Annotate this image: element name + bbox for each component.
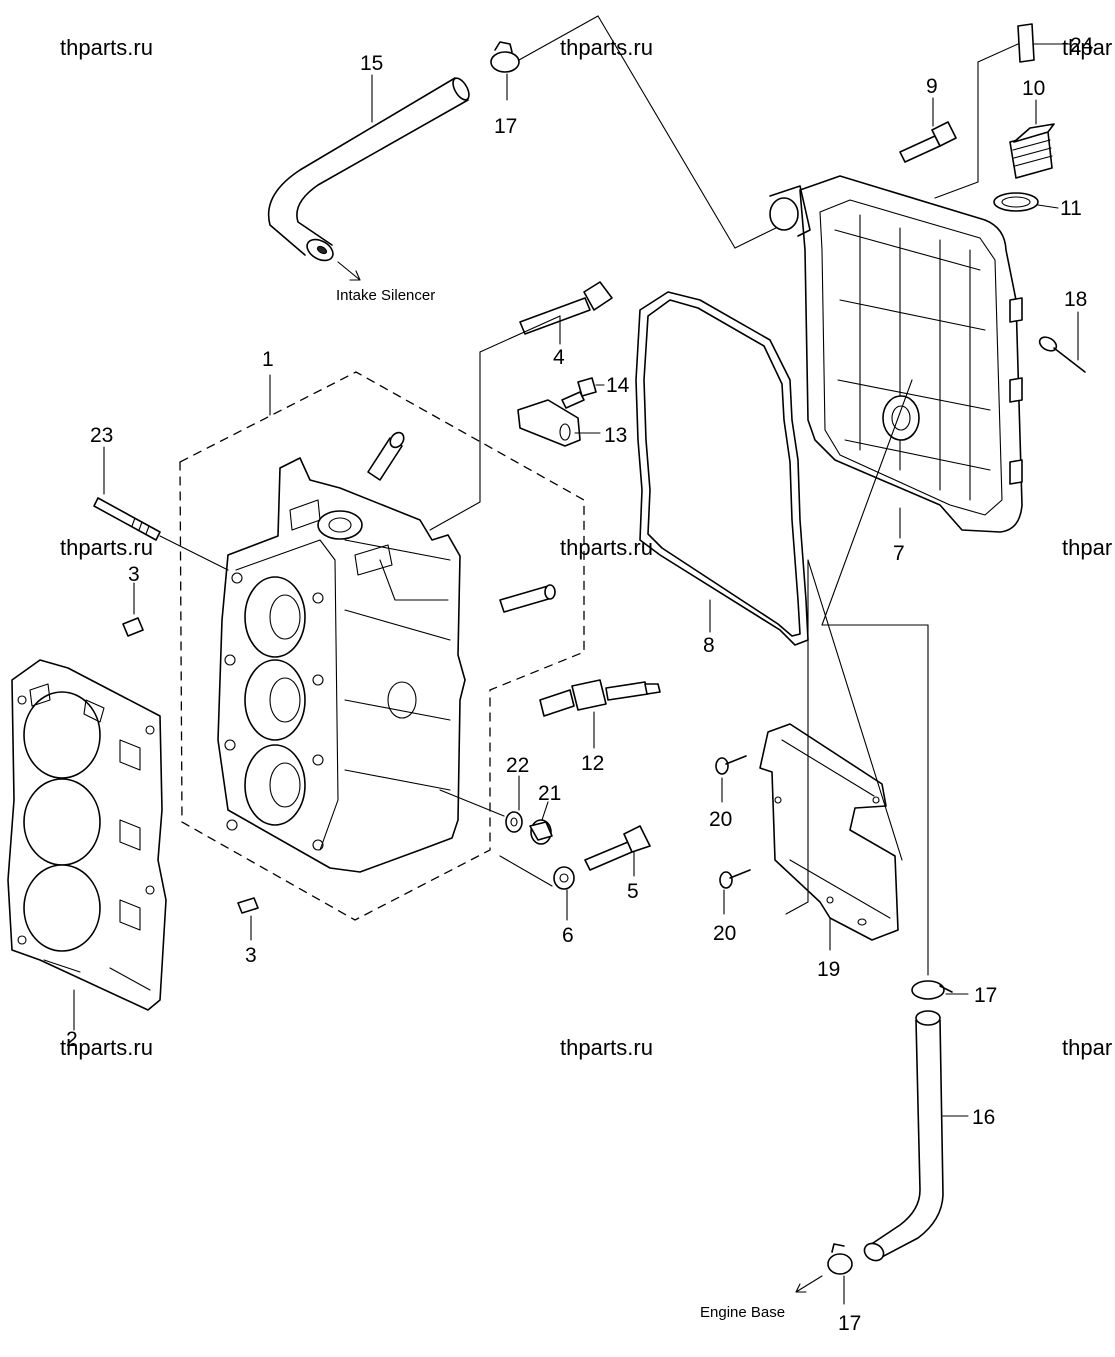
callout-8: 8 <box>703 634 715 657</box>
callout-3: 3 <box>245 944 257 967</box>
washer-hole <box>1001 196 1031 208</box>
callout-5: 5 <box>627 880 639 903</box>
watermark: thparts.ru <box>560 535 653 560</box>
hose-clamp-bottom <box>827 1243 853 1275</box>
head-gasket <box>7 659 167 1011</box>
leader-line <box>499 855 553 887</box>
callout-13: 13 <box>604 424 627 447</box>
washer <box>993 192 1039 212</box>
watermark: thparts.ru <box>560 35 653 60</box>
bolt-14 <box>561 377 597 409</box>
callout-14: 14 <box>606 374 630 397</box>
bolt-9 <box>899 121 957 163</box>
callout-10: 10 <box>1022 77 1045 100</box>
watermark: thpar <box>1062 1035 1112 1060</box>
callout-9: 9 <box>926 75 938 98</box>
bolt-4 <box>519 281 613 335</box>
pin-upper <box>367 431 405 481</box>
washer-22-hole <box>510 817 518 827</box>
callout-24: 24 <box>1070 34 1094 57</box>
callout-19: 19 <box>817 958 840 981</box>
callout-1: 1 <box>262 348 274 371</box>
oil-plug <box>1009 123 1055 179</box>
stud-bolt <box>93 497 161 541</box>
callout-17: 17 <box>838 1312 861 1335</box>
watermark: thparts.ru <box>60 535 153 560</box>
drain-hose <box>863 1010 944 1262</box>
engine-base-label: Engine Base <box>700 1304 785 1321</box>
callout-12: 12 <box>581 752 604 775</box>
intake-silencer-label: Intake Silencer <box>336 287 435 304</box>
watermark: thpar <box>1062 535 1112 560</box>
watermark: thparts.ru <box>60 35 153 60</box>
callout-2: 2 <box>66 1028 78 1051</box>
leader-line <box>429 501 481 531</box>
callout-15: 15 <box>360 52 383 75</box>
callout-3: 3 <box>128 563 140 586</box>
watermark: thparts.ru <box>60 1035 153 1060</box>
callout-7: 7 <box>893 542 905 565</box>
dowel-pin-lower <box>237 897 259 914</box>
screw-20-upper <box>715 755 747 775</box>
leader-line <box>807 559 903 861</box>
leader-line <box>785 901 809 915</box>
leader-line <box>821 379 913 626</box>
spark-plug <box>539 679 661 717</box>
hose-clamp-middle <box>911 980 953 1000</box>
label-sticker <box>1017 23 1035 63</box>
callout-21: 21 <box>538 782 561 805</box>
screw-18 <box>1038 336 1086 373</box>
leader-line <box>734 224 783 249</box>
cylinder-head <box>217 457 466 873</box>
watermark: thpar <box>1062 35 1112 60</box>
washer-6 <box>553 866 575 890</box>
intake-hose <box>267 77 470 262</box>
callout-17: 17 <box>494 115 517 138</box>
washer-22 <box>505 811 523 833</box>
screw-21 <box>529 819 553 845</box>
pin-middle <box>499 584 556 613</box>
watermark: thparts.ru <box>560 1035 653 1060</box>
callout-16: 16 <box>972 1106 995 1129</box>
callout-20: 20 <box>713 922 736 945</box>
arrow-icon <box>337 261 361 281</box>
cover-gasket <box>635 291 809 646</box>
callout-4: 4 <box>553 346 565 369</box>
callout-20: 20 <box>709 808 732 831</box>
callout-23: 23 <box>90 424 113 447</box>
leader-line <box>977 43 1019 63</box>
leader-line <box>597 15 736 249</box>
cover-plate <box>759 723 899 941</box>
leader-line <box>479 315 561 353</box>
dowel-pin-upper <box>122 617 144 637</box>
leader-line <box>1037 204 1059 209</box>
callout-11: 11 <box>1060 197 1082 220</box>
washer-6-hole <box>559 873 569 883</box>
callout-6: 6 <box>562 924 574 947</box>
screw-20-lower <box>719 869 751 889</box>
bracket-13 <box>517 399 581 447</box>
leader-line <box>934 181 979 199</box>
callout-17: 17 <box>974 984 997 1007</box>
leader-line <box>518 15 599 61</box>
leader-line <box>439 789 505 817</box>
cylinder-head-cover <box>769 175 1023 533</box>
callout-22: 22 <box>506 754 529 777</box>
cylinder-head-assembly-outline <box>179 371 585 921</box>
callout-18: 18 <box>1064 288 1087 311</box>
hose-clamp-top <box>490 41 520 73</box>
bolt-5 <box>584 825 651 871</box>
leader-line <box>159 535 229 571</box>
arrow-icon <box>795 1275 823 1293</box>
leader-line <box>541 801 549 821</box>
